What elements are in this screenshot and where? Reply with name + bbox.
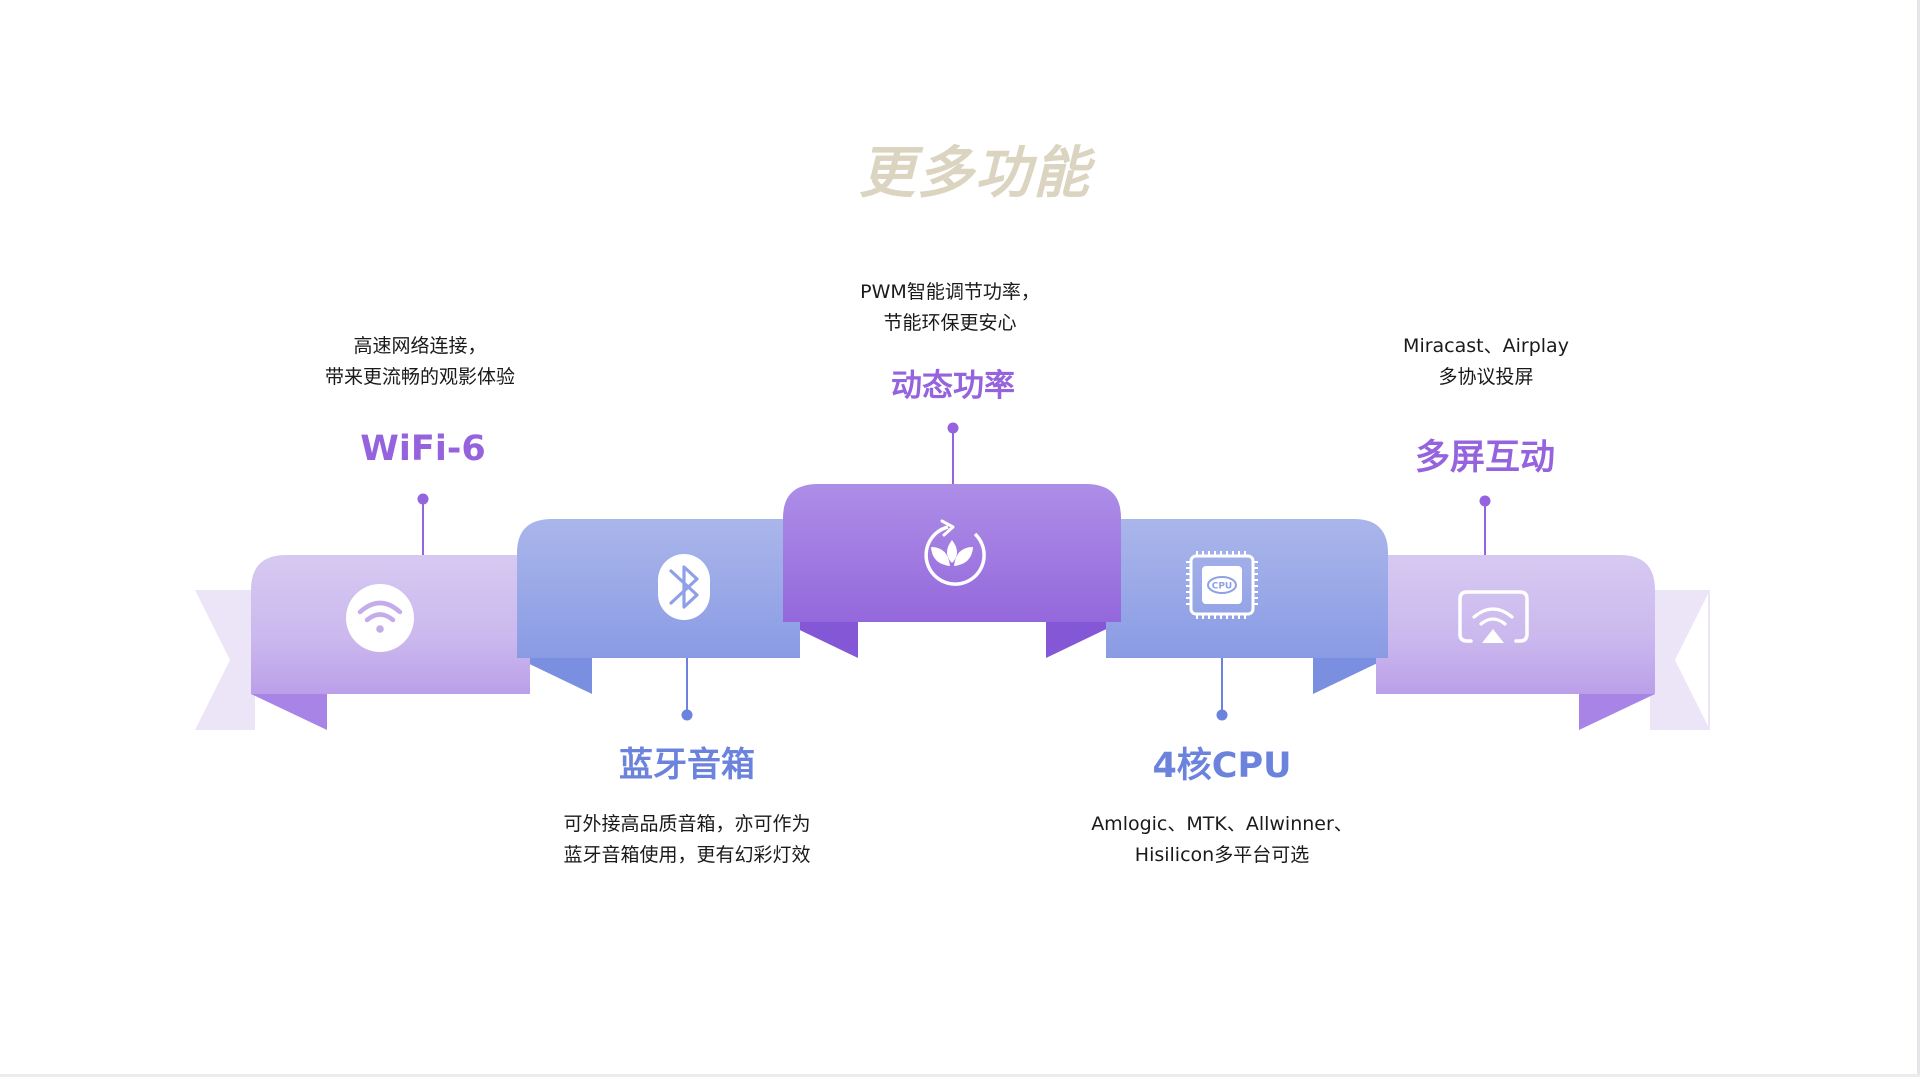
ribbon-fold-right-inner [1313,658,1388,694]
connector-dot-wifi [417,493,429,505]
bluetooth-description-line-2: 蓝牙音箱使用，更有幻彩灯效 [563,844,811,866]
cpu-title: 4核CPU [1152,746,1292,786]
bluetooth-title: 蓝牙音箱 [619,745,755,785]
ribbon-fold-center-right [1046,622,1121,658]
wifi-icon [346,584,414,652]
bluetooth-description: 可外接高品质音箱，亦可作为 蓝牙音箱使用，更有幻彩灯效 [563,809,810,871]
ribbon-fold-right [1579,694,1655,730]
page-title: 更多功能 [859,141,1091,206]
bluetooth-description-line-1: 可外接高品质音箱，亦可作为 [563,813,811,835]
ribbon-segment-cpu [1106,519,1388,658]
connector-dot-cast [1479,495,1491,507]
connector-dot-bluetooth [681,709,693,721]
power-title: 动态功率 [891,368,1015,404]
cpu-description: Amlogic、MTK、Allwinner、 Hisilicon多平台可选 [1091,809,1353,871]
connector-dot-cpu [1216,709,1228,721]
eco-leaf-icon [924,519,986,586]
power-description-line-2: 节能环保更安心 [883,312,1017,334]
bluetooth-icon [658,554,710,620]
ribbon-segment-cast [1376,555,1655,694]
ribbon-fold-left [251,694,327,730]
cpu-chip-icon: CPU [1186,551,1258,619]
bottom-edge-border [0,1074,1920,1077]
cpu-description-line-2: Hisilicon多平台可选 [1134,844,1310,866]
wifi-title: WiFi-6 [360,429,486,469]
power-description-line-1: PWM智能调节功率， [860,281,1040,303]
cast-description-line-2: 多协议投屏 [1438,366,1534,388]
right-edge-border [1917,0,1920,1077]
cast-title: 多屏互动 [1414,438,1556,478]
wifi-description: 高速网络连接， 带来更流畅的观影体验 [325,331,515,393]
cast-description: Miracast、Airplay 多协议投屏 [1403,331,1569,393]
screen-cast-icon [1458,590,1529,643]
cpu-description-line-1: Amlogic、MTK、Allwinner、 [1091,813,1353,835]
cast-description-line-1: Miracast、Airplay [1403,335,1569,357]
power-description: PWM智能调节功率， 节能环保更安心 [860,277,1040,339]
cpu-icon-label: CPU [1212,582,1233,592]
wifi-description-line-2: 带来更流畅的观影体验 [324,366,516,388]
connector-dot-power [947,422,959,434]
ribbon-fold-center-left [783,622,858,658]
ribbon-fold-left-inner [517,658,592,694]
wifi-description-line-1: 高速网络连接， [353,335,487,357]
ribbon-right-tail [1650,590,1710,730]
ribbon-left-tail [195,590,255,730]
